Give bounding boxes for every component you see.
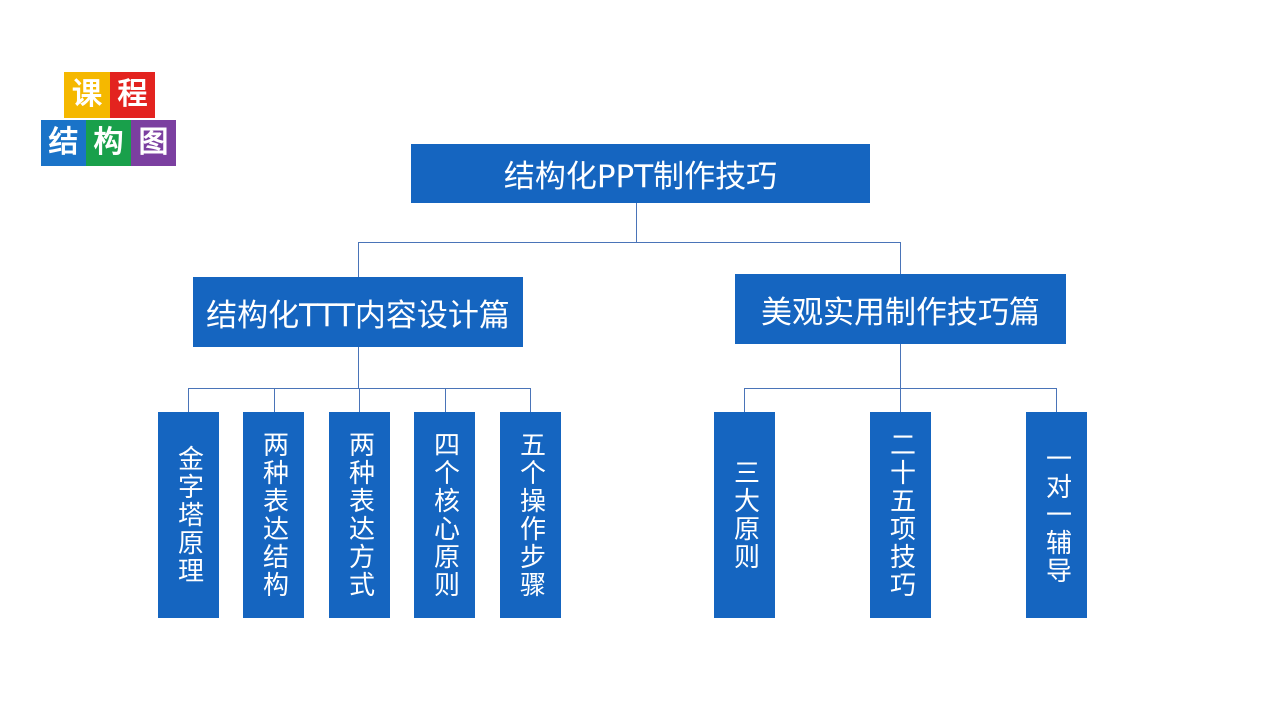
leaf-node-three-principles: 三大原则 xyxy=(714,412,775,618)
leaf-node-two-methods: 两种表达方式 xyxy=(329,412,390,618)
connector-branch2-down xyxy=(900,343,901,389)
connector-leaf1-3 xyxy=(359,388,360,412)
branch-node-practical-skills: 美观实用制作技巧篇 xyxy=(735,274,1066,344)
leaf-node-two-structures: 两种表达结构 xyxy=(243,412,304,618)
connector-leaf1-4 xyxy=(445,388,446,412)
connector-leaf1-1 xyxy=(188,388,189,412)
leaf-node-one-on-one: 一对一辅导 xyxy=(1026,412,1087,618)
connector-leaf1-5 xyxy=(530,388,531,412)
connector-leaf2-2 xyxy=(900,388,901,412)
connector-branch2-up xyxy=(900,242,901,274)
connector-level1-bar xyxy=(358,242,901,243)
badge-tile-ke: 课 xyxy=(64,72,110,118)
connector-leaf1-2 xyxy=(274,388,275,412)
root-node: 结构化PPT制作技巧 xyxy=(411,144,870,203)
connector-root-down xyxy=(636,202,637,243)
badge-tile-cheng: 程 xyxy=(110,72,155,118)
connector-branch1-up xyxy=(358,242,359,277)
connector-leaf2-1 xyxy=(744,388,745,412)
connector-leaf2-3 xyxy=(1056,388,1057,412)
badge-tile-tu: 图 xyxy=(131,120,176,166)
badge-tile-gou: 构 xyxy=(86,120,131,166)
connector-branch1-down xyxy=(358,346,359,389)
badge-tile-jie: 结 xyxy=(41,120,86,166)
leaf-node-pyramid: 金字塔原理 xyxy=(158,412,219,618)
branch-node-content-design: 结构化TTT内容设计篇 xyxy=(193,277,523,347)
leaf-node-five-steps: 五个操作步骤 xyxy=(500,412,561,618)
leaf-node-twentyfive-skills: 二十五项技巧 xyxy=(870,412,931,618)
leaf-node-four-principles: 四个核心原则 xyxy=(414,412,475,618)
